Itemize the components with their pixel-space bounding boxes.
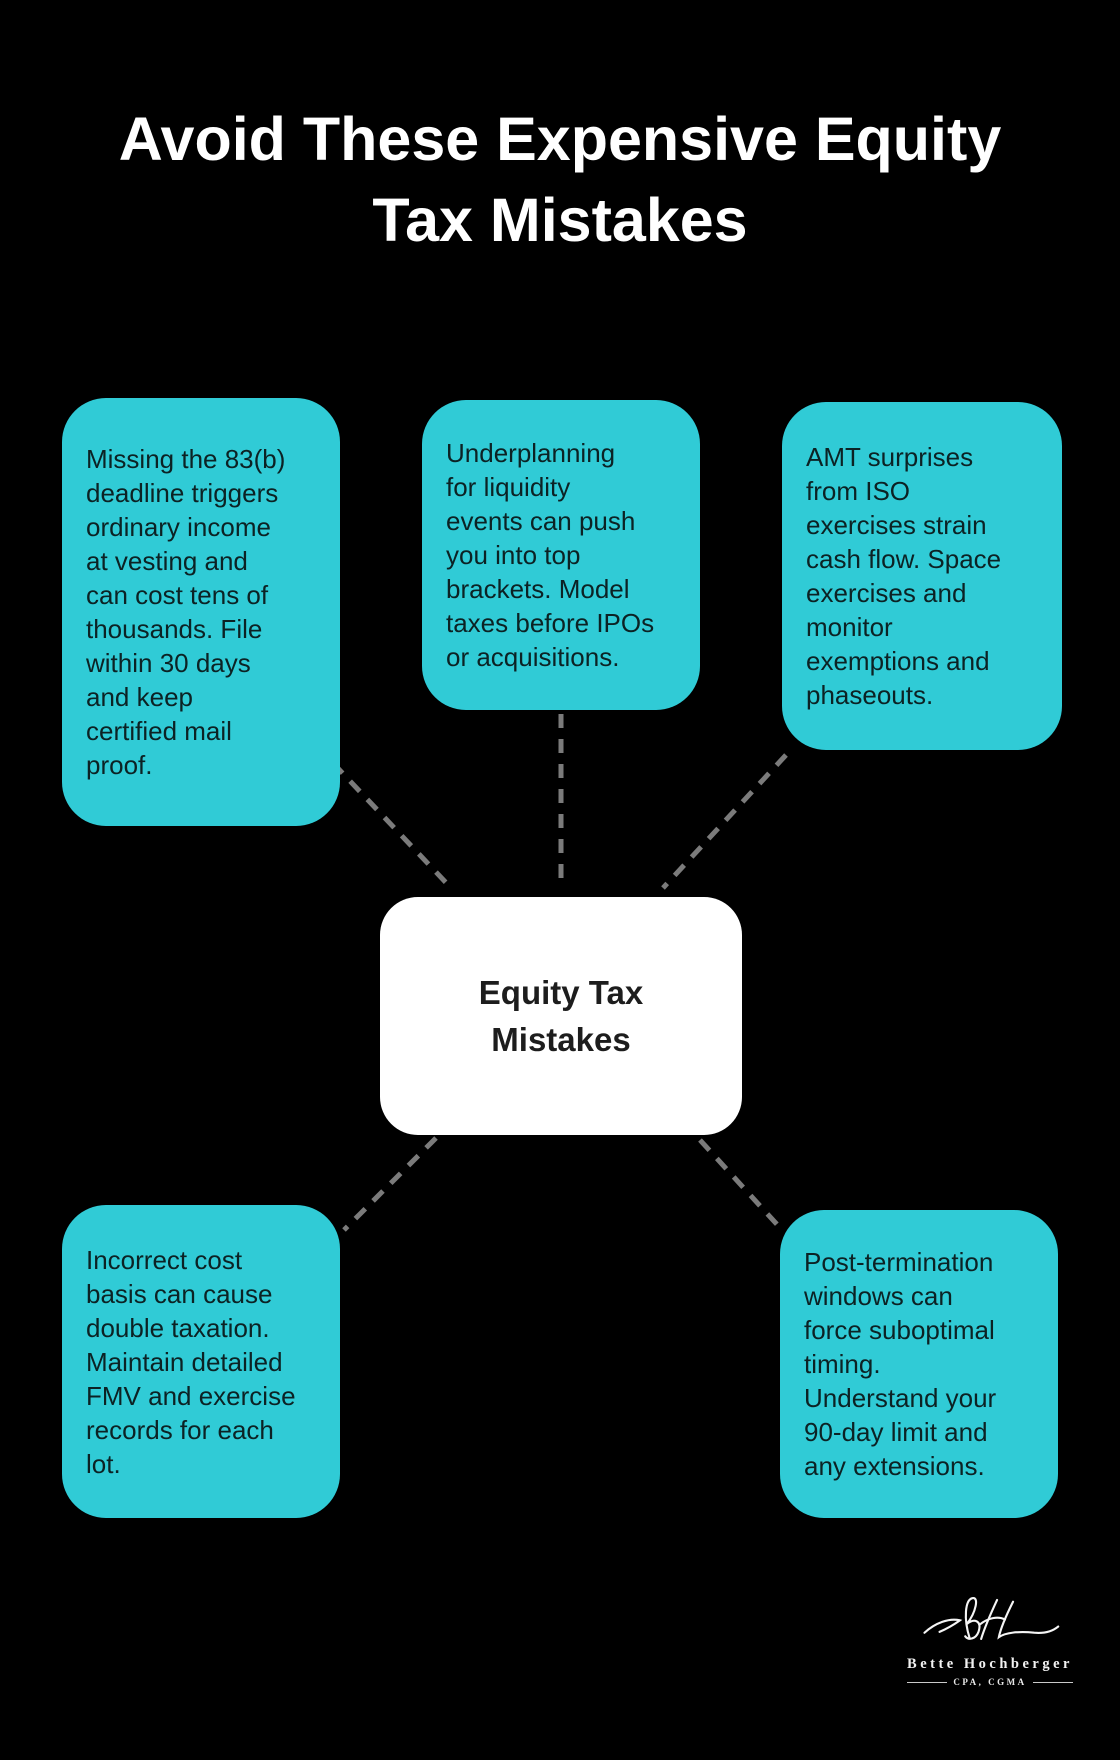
node-83b-deadline-text: Missing the 83(b) deadline triggers ordi…	[86, 444, 286, 780]
node-post-termination-text: Post-termination windows can force subop…	[804, 1247, 997, 1481]
credentials-rule-left	[907, 1681, 948, 1683]
brand-logo: Bette Hochberger CPA, CGMA	[895, 1592, 1085, 1687]
center-node-equity-tax-mistakes: Equity Tax Mistakes	[380, 897, 742, 1135]
connector-bottomleft	[342, 1136, 438, 1232]
node-amt-surprises: AMT surprises from ISO exercises strain …	[782, 402, 1062, 750]
connector-topleft	[331, 761, 454, 891]
node-liquidity-underplanning-text: Underplanning for liquidity events can p…	[446, 438, 655, 672]
brand-name: Bette Hochberger	[907, 1656, 1073, 1672]
node-cost-basis: Incorrect cost basis can cause double ta…	[62, 1205, 340, 1518]
node-cost-basis-text: Incorrect cost basis can cause double ta…	[86, 1244, 296, 1479]
brand-credentials-row: CPA, CGMA	[895, 1677, 1085, 1687]
connector-bottomright	[698, 1138, 785, 1233]
node-83b-deadline: Missing the 83(b) deadline triggers ordi…	[62, 398, 340, 826]
brand-credentials: CPA, CGMA	[953, 1677, 1027, 1687]
node-post-termination: Post-termination windows can force subop…	[780, 1210, 1058, 1518]
connector-topright	[661, 753, 788, 890]
credentials-rule-right	[1032, 1681, 1073, 1683]
bh-signature-icon	[923, 1597, 1060, 1641]
center-node-label: Equity Tax Mistakes	[478, 974, 644, 1058]
node-amt-surprises-text: AMT surprises from ISO exercises strain …	[806, 442, 1002, 710]
node-liquidity-underplanning: Underplanning for liquidity events can p…	[422, 400, 700, 710]
page-title: Avoid These Expensive Equity Tax Mistake…	[118, 105, 1002, 254]
